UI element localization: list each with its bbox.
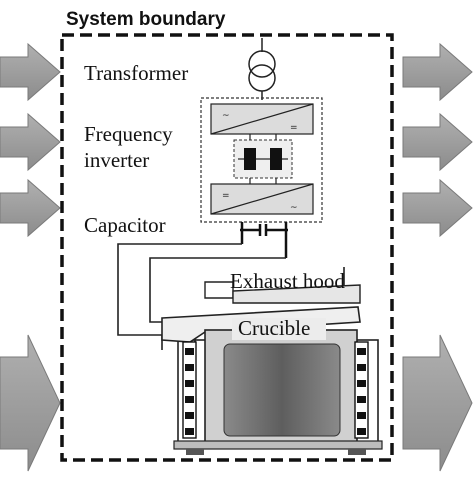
input-arrow-1 — [0, 42, 61, 102]
svg-text:=: = — [222, 191, 230, 201]
crucible-label: Crucible — [238, 316, 311, 340]
output-arrow-4 — [402, 334, 473, 472]
dc-link-component-1 — [244, 148, 256, 170]
transformer-label: Transformer — [84, 61, 189, 85]
svg-text:=: = — [290, 123, 298, 133]
furnace-foot-right — [348, 449, 366, 455]
induction-coil-right — [354, 341, 369, 439]
capacitor-label: Capacitor — [84, 213, 166, 237]
induction-coil-left — [182, 341, 197, 439]
frequency-inverter-label-line1: Frequency — [84, 122, 173, 146]
inverter-enclosure — [200, 97, 323, 223]
system-boundary — [60, 33, 394, 462]
crucible-melt — [223, 343, 341, 437]
capacitor-symbol — [240, 222, 288, 258]
output-arrow-3 — [402, 178, 473, 238]
exhaust-hood — [204, 267, 361, 304]
exhaust-hood-label: Exhaust hood — [230, 269, 345, 293]
frequency-inverter: ~ = = ~ — [200, 97, 323, 223]
crucible-label-bg — [232, 318, 326, 340]
svg-text:~: ~ — [222, 111, 230, 121]
transformer-symbol — [248, 38, 276, 100]
output-arrow-1 — [402, 42, 473, 102]
system-boundary-label: System boundary — [66, 9, 226, 30]
svg-text:~: ~ — [290, 203, 298, 213]
furnace-foot-left — [186, 449, 204, 455]
frequency-inverter-label-line2: inverter — [84, 148, 150, 172]
furnace-base — [173, 440, 383, 450]
output-arrow-2 — [402, 112, 473, 172]
output-arrows — [402, 42, 473, 472]
input-arrow-4 — [0, 334, 61, 472]
input-arrows — [0, 42, 61, 472]
input-arrow-3 — [0, 178, 61, 238]
induction-furnace — [161, 306, 383, 455]
dc-link-component-2 — [270, 148, 282, 170]
input-arrow-2 — [0, 112, 61, 172]
